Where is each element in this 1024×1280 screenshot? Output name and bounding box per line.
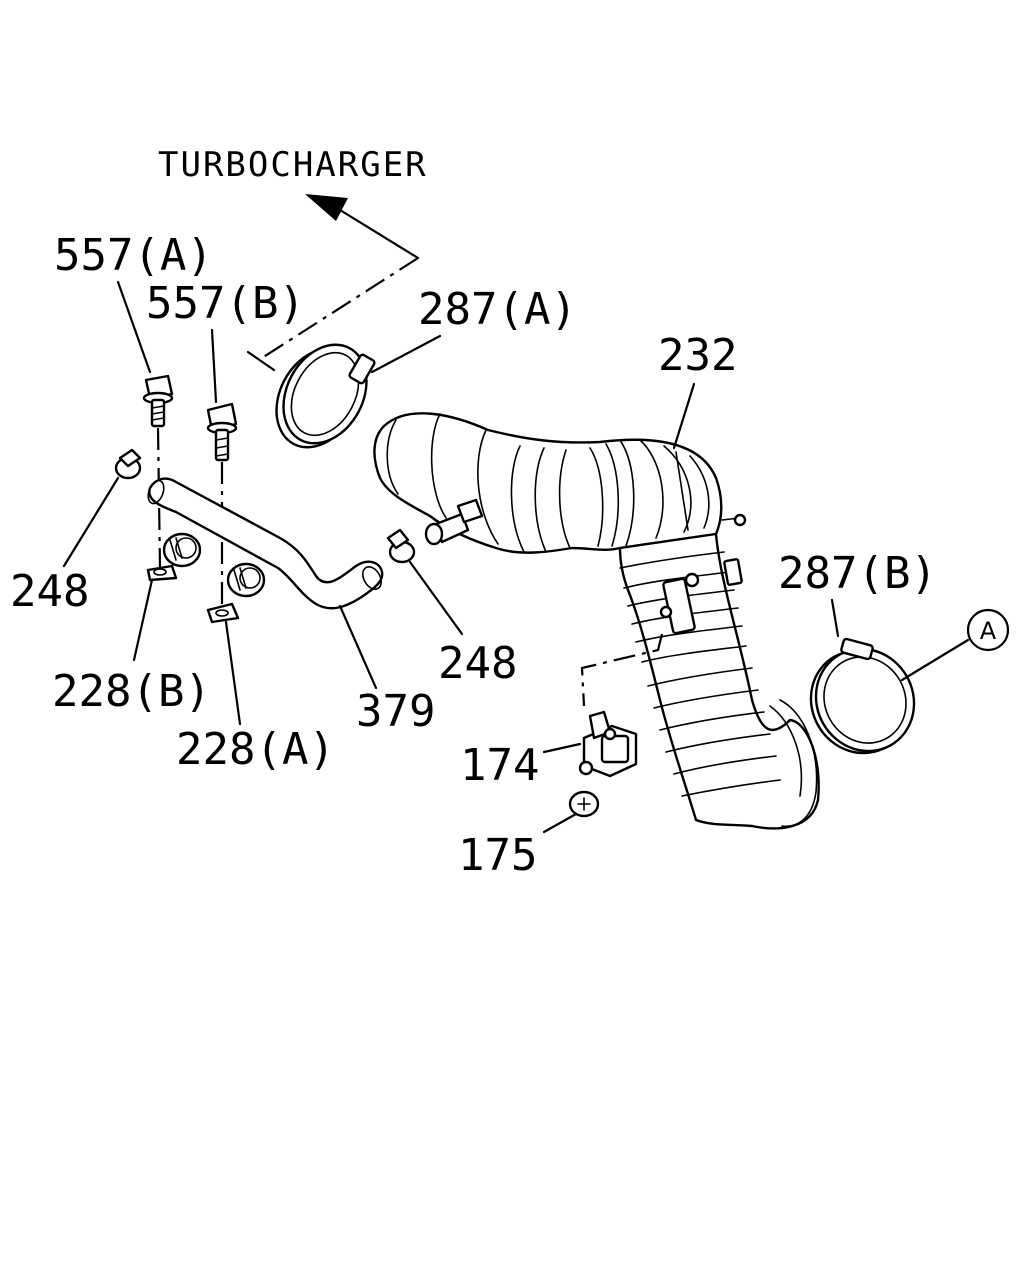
- label-557a: 557(A): [54, 230, 213, 281]
- label-175: 175: [458, 830, 537, 881]
- sensor-174: [542, 633, 664, 778]
- label-228a: 228(A): [176, 724, 335, 775]
- hose-clip-248-right: [386, 528, 464, 636]
- pipe-379: [147, 477, 384, 690]
- bracket-228b: [132, 532, 202, 662]
- bolt-557b: [206, 328, 238, 610]
- reference-marker-a: A: [966, 608, 1010, 652]
- label-248-right: 248: [438, 638, 517, 689]
- bracket-228a: [206, 562, 266, 726]
- label-228b: 228(B): [52, 666, 211, 717]
- label-turbocharger: TURBOCHARGER: [158, 145, 428, 185]
- turbocharger-arrow: [246, 194, 420, 372]
- hose-clamp-287b: [809, 598, 970, 755]
- label-379: 379: [356, 686, 435, 737]
- screw-175: [542, 790, 600, 834]
- label-174: 174: [460, 740, 539, 791]
- label-287a: 287(A): [418, 284, 577, 335]
- hose-clip-248-left: [62, 448, 142, 568]
- air-intake-hose-232: [373, 382, 820, 830]
- reference-marker-label: A: [980, 617, 997, 645]
- label-557b: 557(B): [146, 278, 305, 329]
- label-248-left: 248: [10, 566, 89, 617]
- hose-clamp-287a: [275, 334, 442, 449]
- label-232: 232: [658, 330, 737, 381]
- label-287b: 287(B): [778, 548, 937, 599]
